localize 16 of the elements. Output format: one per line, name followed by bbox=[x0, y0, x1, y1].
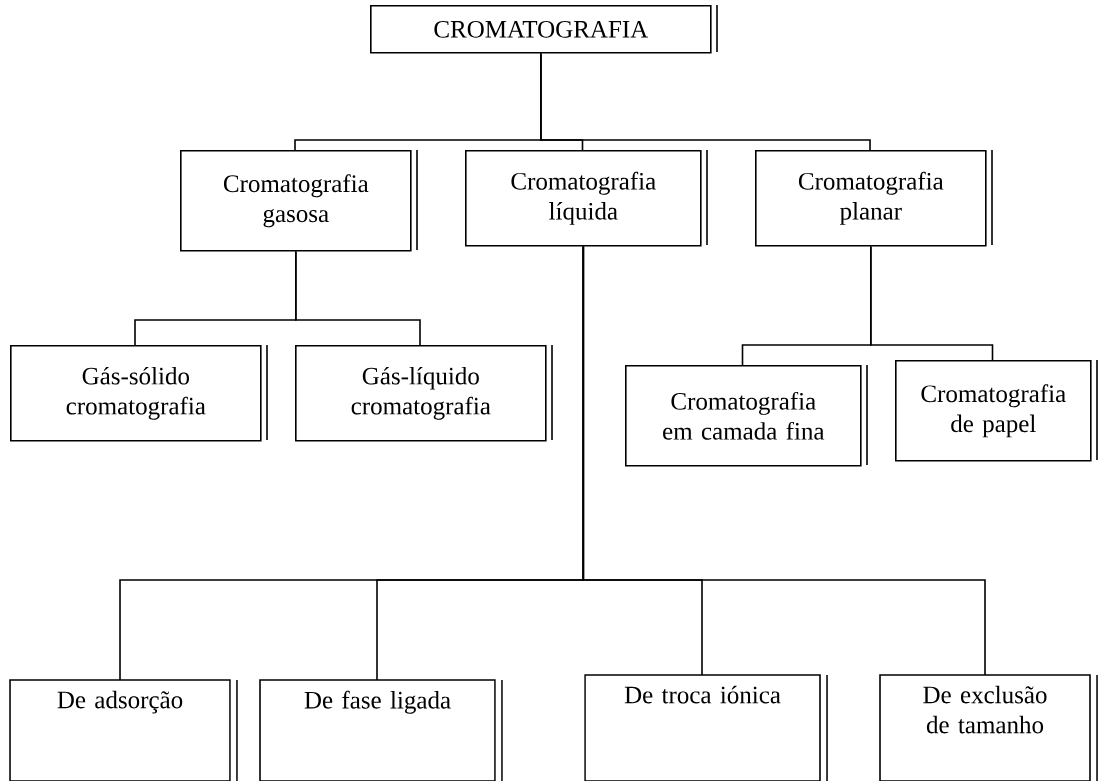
category-box: CROMATOGRAFIA bbox=[370, 4, 718, 54]
category-box: De fase ligada bbox=[259, 679, 503, 781]
category-box: Cromatografia líquida bbox=[465, 149, 708, 247]
connector-line bbox=[295, 250, 421, 346]
connector-line bbox=[582, 245, 986, 676]
connector-line bbox=[870, 245, 994, 361]
category-box: Gás-sólido cromatografia bbox=[10, 344, 268, 442]
category-box: Cromatografia em camada fina bbox=[625, 364, 868, 467]
category-box: De troca iónica bbox=[584, 674, 828, 781]
connector-line bbox=[540, 52, 871, 151]
category-box: De exclusão de tamanho bbox=[879, 674, 1098, 781]
category-box: De adsorção bbox=[9, 679, 238, 781]
category-box: Cromatografia gasosa bbox=[180, 149, 418, 252]
category-box: Gás-líquido cromatografia bbox=[295, 344, 553, 442]
category-box: Cromatografia de papel bbox=[895, 359, 1098, 462]
category-box: Cromatografia planar bbox=[755, 149, 993, 247]
